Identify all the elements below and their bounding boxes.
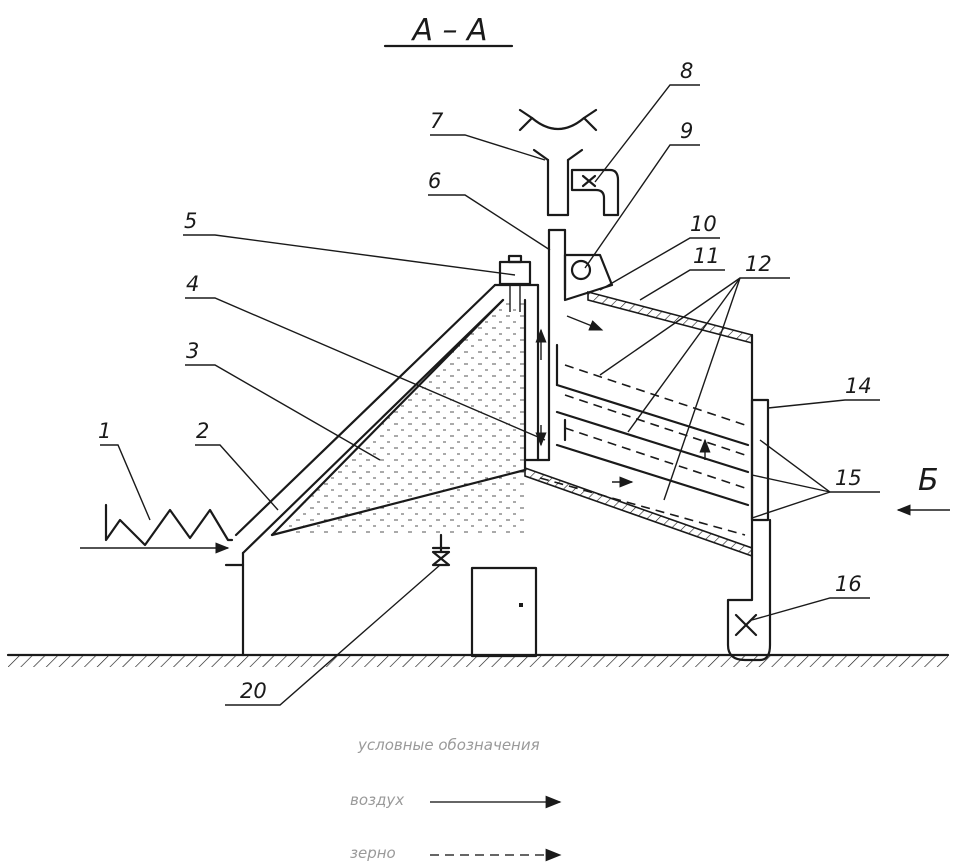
tank-top (270, 298, 505, 537)
section-title: A – A (383, 13, 514, 48)
label-4: 4 (186, 272, 199, 296)
fan-housing (570, 168, 620, 217)
deflector-right (566, 148, 584, 162)
leader-20 (225, 564, 441, 706)
drain-valve (431, 533, 451, 567)
outlet-gate (734, 613, 758, 637)
leader-1 (100, 444, 151, 521)
item-numbers: 1 2 3 4 5 6 7 8 9 10 11 12 14 15 16 20 (98, 59, 872, 703)
flow-arrow-left (518, 108, 534, 132)
building (224, 563, 538, 658)
label-14: 14 (845, 374, 872, 398)
shelf-lower (555, 443, 750, 507)
legend-heading: условные обозначения (357, 736, 540, 754)
leader-3 (185, 364, 381, 461)
door-handle (519, 603, 523, 607)
grain-flow-2 (564, 394, 746, 456)
collector-bottom-line (241, 298, 505, 555)
flow-arrow-right (582, 108, 598, 132)
leader-8 (594, 84, 700, 183)
leader-5 (183, 234, 516, 276)
view-marker: Б (896, 463, 950, 516)
door (470, 566, 538, 658)
exhaust-chimney (518, 108, 598, 217)
section-title-text: A – A (410, 13, 487, 48)
leader-4 (185, 297, 546, 441)
leader-15b (751, 474, 831, 493)
label-11: 11 (693, 244, 720, 268)
inlet-valve (563, 253, 614, 302)
drying-chamber (524, 290, 754, 558)
label-16: 16 (835, 572, 862, 596)
legend-air-label: воздух (350, 791, 404, 809)
fan-unit (570, 168, 620, 217)
zigzag-heater (104, 503, 234, 547)
grain-flow-4 (539, 477, 746, 536)
solar-heater (80, 503, 234, 554)
chamber-bottom-wall (524, 466, 753, 558)
air-arrow-1 (566, 315, 604, 331)
deflector-left (532, 148, 550, 162)
tank-bottom (270, 468, 527, 537)
label-15: 15 (835, 466, 862, 490)
label-6: 6 (428, 169, 441, 193)
fan-symbol (581, 174, 597, 188)
shelf-middle (555, 410, 750, 474)
chamber-top-wall (587, 290, 753, 345)
legend-grain-label: зерно (350, 844, 396, 862)
leader-9 (584, 144, 700, 269)
leader-15c (751, 491, 831, 519)
tank-fill (272, 300, 525, 535)
leader-lines (100, 84, 880, 706)
outlet-section (726, 398, 772, 662)
hatch-handle (507, 254, 523, 264)
label-9: 9 (680, 119, 693, 143)
legend: условные обозначения воздух зерно (350, 736, 562, 862)
valve-circle (570, 259, 592, 281)
shelf-upper (555, 383, 750, 447)
label-2: 2 (196, 419, 209, 443)
grain-hopper (563, 253, 614, 302)
leader-15a (759, 439, 880, 493)
label-5: 5 (184, 209, 197, 233)
label-1: 1 (98, 419, 111, 443)
ground-hatching (8, 655, 948, 667)
water-tank (270, 298, 527, 537)
leader-11 (639, 269, 725, 301)
deflector-cap (530, 116, 586, 131)
outlet-chute (726, 518, 772, 662)
grain-flow-3 (564, 427, 746, 489)
leader-12b (627, 277, 741, 433)
label-20: 20 (240, 679, 267, 703)
label-7: 7 (430, 109, 444, 133)
side-box (750, 398, 770, 522)
view-marker-letter: Б (918, 463, 939, 498)
leader-14 (767, 399, 880, 409)
leader-7 (430, 134, 546, 161)
leader-6 (428, 194, 551, 251)
leader-2 (195, 444, 279, 511)
label-8: 8 (680, 59, 693, 83)
leader-12c (663, 277, 741, 501)
collector-top-line (234, 283, 497, 537)
valve-body (431, 550, 451, 567)
label-10: 10 (690, 212, 717, 236)
label-12: 12 (745, 252, 772, 276)
leader-10 (599, 237, 720, 291)
leader-16 (751, 597, 870, 621)
label-3: 3 (186, 339, 199, 363)
